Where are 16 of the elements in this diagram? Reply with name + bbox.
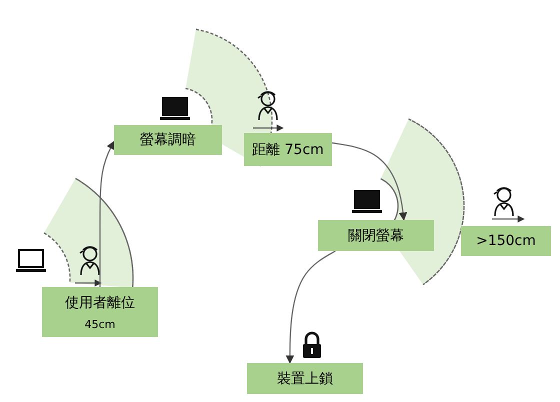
- distance-label: 45cm: [84, 318, 116, 330]
- step-label: 螢幕調暗: [140, 131, 196, 149]
- step-label: 關閉螢幕: [348, 226, 404, 244]
- arrow: [286, 250, 336, 364]
- step-box: [461, 226, 551, 256]
- arrow: [99, 140, 115, 287]
- step-box: [244, 133, 332, 166]
- step-box: [42, 287, 158, 337]
- step-box: [318, 220, 434, 251]
- step-label: 使用者離位: [65, 294, 135, 312]
- step-label: >150cm: [476, 233, 536, 249]
- step-box: [247, 363, 363, 394]
- step-label: 距離 75cm: [252, 140, 324, 158]
- arrow: [332, 142, 408, 221]
- step-box: [114, 125, 222, 155]
- step-label: 裝置上鎖: [277, 370, 333, 388]
